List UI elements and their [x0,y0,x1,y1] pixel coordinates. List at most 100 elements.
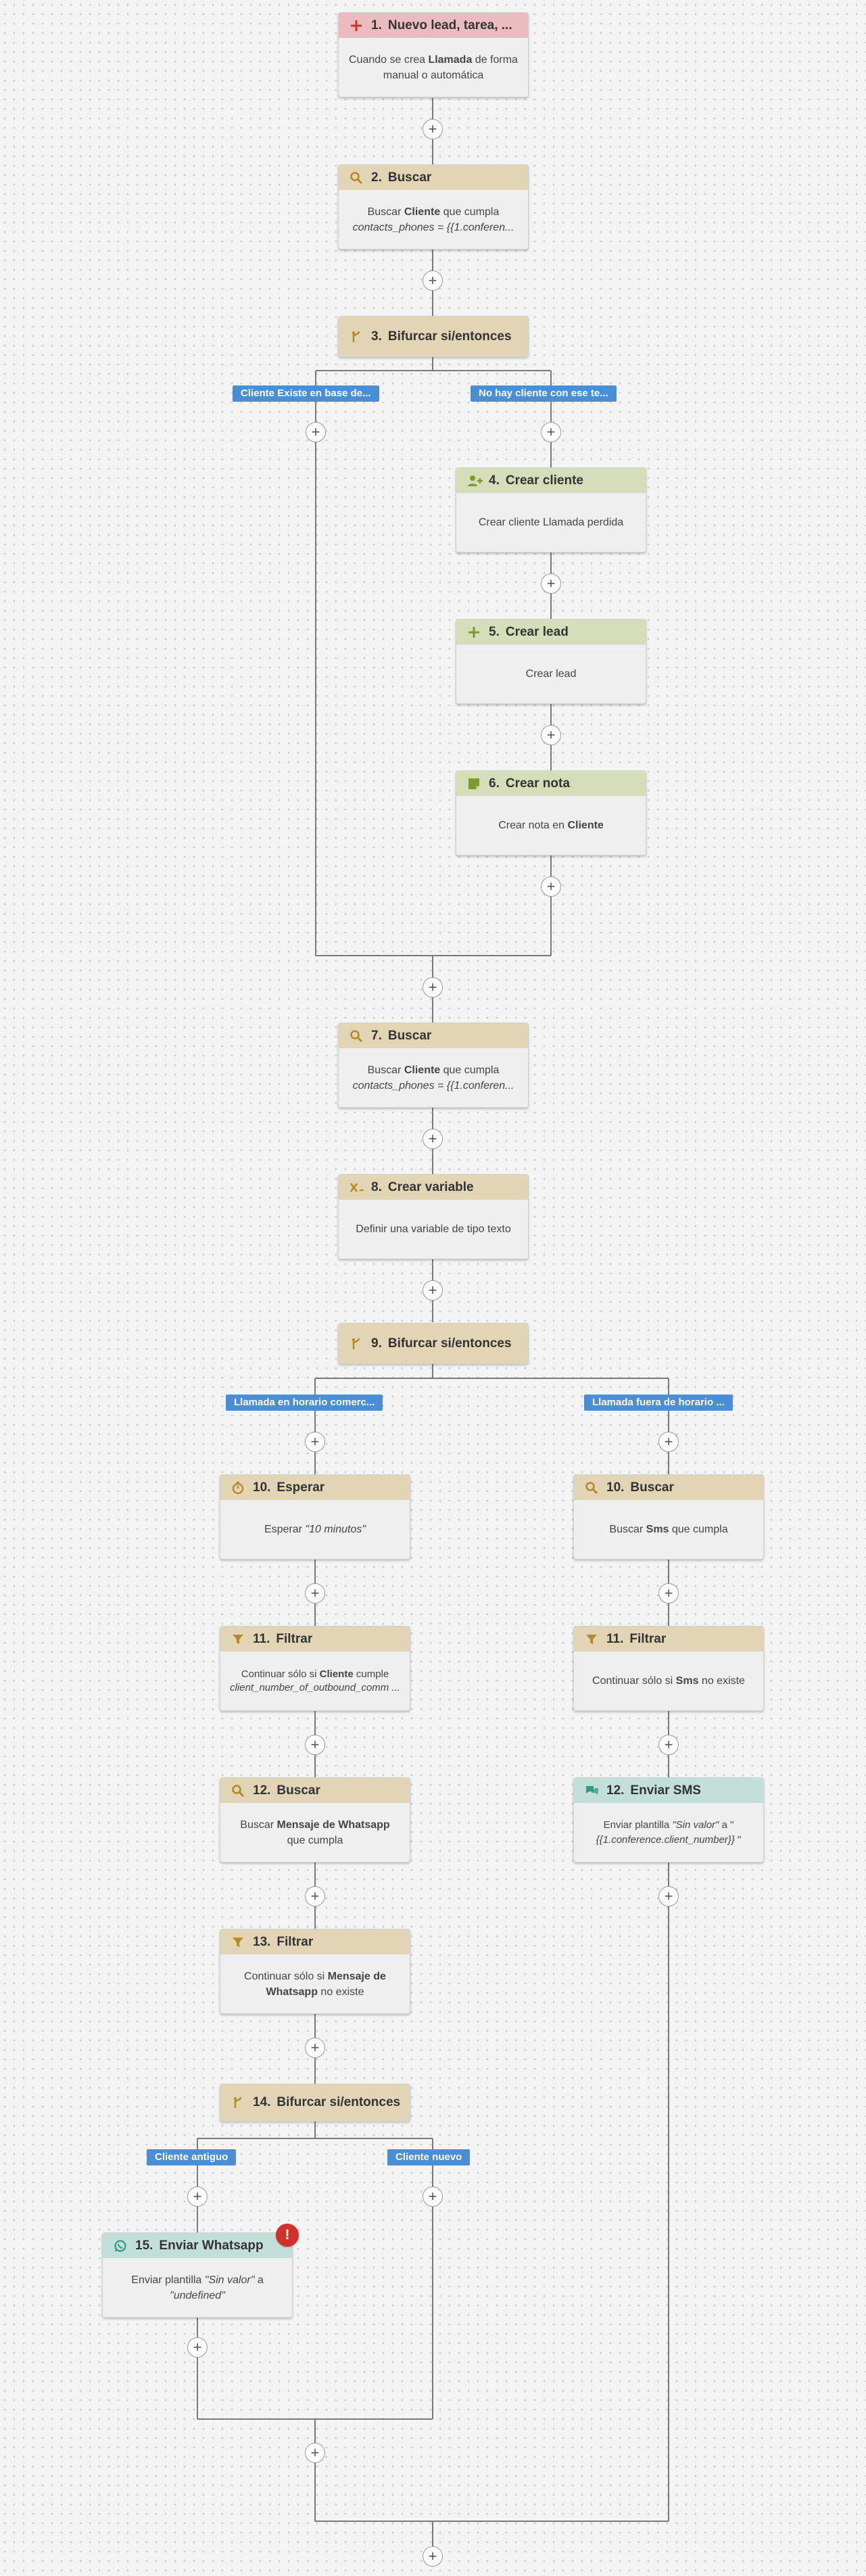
step-title: Crear nota [505,776,570,791]
add-step-button[interactable]: + [658,1583,679,1603]
step-number: 10. [253,1480,271,1495]
step-2-search-card[interactable]: 2. Buscar Buscar Cliente que cumpla cont… [338,164,529,250]
step-title: Filtrar [629,1631,667,1646]
step-number: 4. [489,473,500,488]
add-step-button[interactable]: + [658,1735,679,1755]
step-description-text: Continuar sólo si Sms no existe [592,1675,745,1687]
search-icon [231,1784,245,1798]
step-title: Bifurcar si/entonces [387,329,512,344]
step-description: Buscar Cliente que cumpla contacts_phone… [339,1048,528,1107]
add-step-button[interactable]: + [187,2337,208,2358]
step-description-text: Crear lead [525,668,577,680]
step-13-filter-whatsapp-card[interactable]: 13. Filtrar Continuar sólo si Mensaje de… [220,1929,410,2014]
add-step-button[interactable]: + [423,2546,443,2567]
step-6-create-note-card[interactable]: 6. Crear nota Crear nota en Cliente [456,770,646,856]
add-step-button[interactable]: + [541,725,561,745]
filter-icon [585,1633,598,1646]
add-step-button[interactable]: + [306,422,326,442]
add-step-button[interactable]: + [423,2186,443,2207]
step-number: 9. [371,1336,382,1351]
step-7-search-card[interactable]: 7. Buscar Buscar Cliente que cumpla cont… [338,1023,529,1108]
branch-icon [350,330,363,344]
step-title: Bifurcar si/entonces [387,1336,512,1351]
add-step-button[interactable]: + [423,1129,443,1149]
step-number: 11. [606,1631,624,1646]
step-4-create-client-card[interactable]: 4. Crear cliente Crear cliente Llamada p… [456,467,646,553]
step-description-text: Buscar Cliente que cumpla contacts_phone… [352,1064,514,1092]
add-step-button[interactable]: + [423,119,443,139]
step-description-text: Enviar plantilla "Sin valor" a "undefine… [131,2274,264,2301]
step-14-branch-card[interactable]: 14. Bifurcar si/entonces [220,2084,410,2122]
step-3-branch-card[interactable]: 3. Bifurcar si/entonces [338,316,529,357]
step-description: Buscar Cliente que cumpla contacts_phone… [339,190,528,249]
add-user-icon [467,474,483,488]
step-description-text: Esperar "10 minutos" [264,1524,366,1536]
add-step-button[interactable]: + [541,573,561,594]
add-step-button[interactable]: + [305,1432,325,1452]
step-number: 11. [253,1631,270,1646]
error-warning-badge[interactable]: ! [276,2224,299,2247]
add-step-button[interactable]: + [305,1886,325,1906]
search-icon [585,1481,598,1495]
branch-label-client-exists[interactable]: Cliente Existe en base de... [233,385,379,402]
search-icon [350,1029,363,1043]
step-title: Bifurcar si/entonces [276,2095,401,2109]
branch-label-new-client[interactable]: Cliente nuevo [387,2149,471,2165]
variable-icon [350,1181,364,1194]
add-step-button[interactable]: + [541,876,561,897]
branch-label-old-client[interactable]: Cliente antiguo [147,2149,237,2165]
step-description: Crear nota en Cliente [456,796,646,855]
add-step-button[interactable]: + [423,1280,443,1301]
step-description-text: Definir una variable de tipo texto [356,1223,511,1236]
search-icon [350,171,363,185]
step-description: Esperar "10 minutos" [220,1500,410,1559]
chat-icon [585,1784,598,1798]
step-15-send-whatsapp-card[interactable]: 15. Enviar Whatsapp Enviar plantilla "Si… [102,2232,293,2318]
step-number: 5. [489,624,500,639]
step-8-create-variable-card[interactable]: 8. Crear variable Definir una variable d… [338,1174,529,1259]
step-10-search-sms-card[interactable]: 10. Buscar Buscar Sms que cumpla [573,1474,764,1560]
add-step-button[interactable]: + [658,1432,679,1452]
step-number: 13. [253,1934,271,1949]
step-number: 15. [135,2238,153,2253]
step-10-wait-card[interactable]: 10. Esperar Esperar "10 minutos" [220,1474,410,1560]
step-description: Enviar plantilla "Sin valor" a "undefine… [103,2258,292,2317]
add-step-button[interactable]: + [305,2443,325,2463]
step-title: Filtrar [276,1934,314,1949]
step-description: Crear lead [456,645,646,703]
branch-label-no-client[interactable]: No hay cliente con ese te... [471,385,617,402]
add-step-button[interactable]: + [423,977,443,998]
branch-icon [350,1337,363,1351]
step-9-branch-card[interactable]: 9. Bifurcar si/entonces [338,1323,529,1364]
add-step-button[interactable]: + [305,2038,325,2058]
step-11-filter-client-card[interactable]: 11. Filtrar Continuar sólo si Cliente cu… [220,1626,410,1711]
add-step-button[interactable]: + [658,1886,679,1906]
step-title: Esperar [276,1480,325,1495]
step-title: Buscar [387,170,432,185]
step-12-send-sms-card[interactable]: 12. Enviar SMS Enviar plantilla "Sin val… [573,1777,764,1863]
step-11-filter-sms-card[interactable]: 11. Filtrar Continuar sólo si Sms no exi… [573,1626,764,1711]
timer-icon [231,1481,245,1495]
add-step-button[interactable]: + [541,422,561,442]
branch-label-business-hours[interactable]: Llamada en horario comerc... [226,1395,383,1411]
step-title: Enviar Whatsapp [159,2238,264,2253]
step-12-search-whatsapp-card[interactable]: 12. Buscar Buscar Mensaje de Whatsapp qu… [220,1777,410,1863]
add-step-button[interactable]: + [187,2186,208,2207]
plus-icon [350,19,363,32]
step-title: Crear cliente [505,473,583,488]
step-5-create-lead-card[interactable]: 5. Crear lead Crear lead [456,619,646,704]
branch-label-after-hours[interactable]: Llamada fuera de horario ... [584,1395,733,1411]
step-title: Buscar [276,1783,320,1798]
step-description: Continuar sólo si Mensaje de Whatsapp no… [220,1954,410,2013]
add-step-button[interactable]: + [305,1735,325,1755]
step-title: Nuevo lead, tarea, ... [387,18,512,32]
plus-icon [467,626,481,639]
add-step-button[interactable]: + [423,271,443,291]
step-description-text: Cuando se crea Llamada de forma manual o… [349,53,518,81]
add-step-button[interactable]: + [305,1583,325,1603]
step-description-text: Buscar Mensaje de Whatsapp que cumpla [240,1819,390,1846]
step-number: 7. [371,1028,382,1043]
step-1-trigger-card[interactable]: 1. Nuevo lead, tarea, ... Cuando se crea… [338,12,529,97]
step-number: 12. [253,1783,271,1798]
step-description: Crear cliente Llamada perdida [456,493,646,552]
